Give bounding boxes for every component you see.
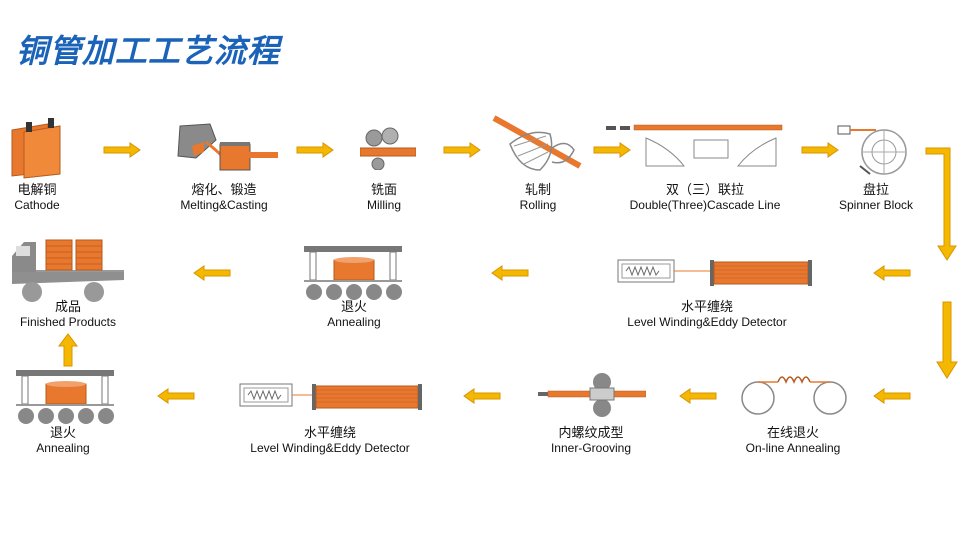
step-milling-label: 铣面 Milling (264, 183, 504, 213)
step-melting-en: Melting&Casting (180, 198, 268, 212)
step-milling-en: Milling (366, 198, 401, 212)
step-cathode-label: 电解铜 Cathode (0, 183, 157, 213)
step-anneal1-zh: 退火 (340, 300, 367, 315)
step-melting-label: 熔化、锻造 Melting&Casting (104, 183, 344, 213)
step-anneal2-zh: 退火 (49, 426, 76, 441)
step-finished-en: Finished Products (19, 315, 117, 329)
arrow-left-icon (678, 388, 718, 404)
online-annealing-icon (738, 372, 850, 416)
step-level2-zh: 水平缠绕 (303, 426, 356, 441)
step-groove-en: Inner-Grooving (550, 441, 632, 455)
arrow-down-icon (924, 146, 958, 264)
step-groove-zh: 内螺纹成型 (558, 426, 624, 441)
step-level1-zh: 水平缠绕 (680, 300, 733, 315)
arrow-left-icon (490, 265, 530, 281)
step-online-en: On-line Annealing (745, 441, 841, 455)
step-cascade-en: Double(Three)Cascade Line (629, 198, 781, 212)
step-cascade-label: 双（三）联拉 Double(Three)Cascade Line (585, 183, 825, 213)
step-spinner-zh: 盘拉 (862, 183, 889, 198)
truck-icon (10, 236, 126, 302)
annealing-furnace-icon (302, 244, 406, 302)
step-groove-label: 内螺纹成型 Inner-Grooving (471, 426, 711, 456)
step-cathode-en: Cathode (14, 198, 60, 212)
step-level1-en: Level Winding&Eddy Detector (627, 315, 787, 329)
step-milling-zh: 铣面 (370, 183, 397, 198)
step-cathode-zh: 电解铜 (17, 183, 57, 198)
step-spinner-label: 盘拉 Spinner Block (756, 183, 960, 213)
arrow-down-icon (936, 300, 958, 380)
arrow-left-icon (192, 265, 232, 281)
arrow-left-icon (462, 388, 502, 404)
step-rolling-en: Rolling (519, 198, 557, 212)
cathode-icon (8, 118, 68, 180)
step-anneal1-en: Annealing (327, 315, 381, 329)
step-anneal2-en: Annealing (36, 441, 90, 455)
step-level2-en: Level Winding&Eddy Detector (250, 441, 410, 455)
arrow-right-icon (102, 142, 142, 158)
cascade-line-icon (604, 122, 784, 172)
step-anneal1-label: 退火 Annealing (234, 300, 474, 330)
step-rolling-zh: 轧制 (524, 183, 551, 198)
step-level2-label: 水平缠绕 Level Winding&Eddy Detector (210, 426, 450, 456)
rolling-icon (490, 114, 586, 178)
step-spinner-en: Spinner Block (838, 198, 914, 212)
step-melting-zh: 熔化、锻造 (191, 183, 257, 198)
level-winding-icon (614, 256, 820, 290)
arrow-right-icon (800, 142, 840, 158)
step-online-label: 在线退火 On-line Annealing (673, 426, 913, 456)
arrow-left-icon (872, 265, 912, 281)
step-anneal2-label: 退火 Annealing (0, 426, 183, 456)
spinner-block-icon (836, 122, 916, 178)
step-cascade-zh: 双（三）联拉 (665, 183, 744, 198)
arrow-left-icon (156, 388, 196, 404)
arrow-right-icon (295, 142, 335, 158)
level-winding-icon (236, 380, 432, 414)
arrow-right-icon (442, 142, 482, 158)
inner-grooving-icon (536, 372, 646, 418)
milling-icon (360, 126, 416, 170)
annealing-furnace-icon (14, 368, 118, 426)
melting-icon (170, 122, 280, 174)
arrow-up-icon (58, 332, 78, 368)
step-finished-label: 成品 Finished Products (0, 300, 188, 330)
page-title: 铜管加工工艺流程 (16, 32, 281, 70)
arrow-left-icon (872, 388, 912, 404)
step-level1-label: 水平缠绕 Level Winding&Eddy Detector (587, 300, 827, 330)
step-finished-zh: 成品 (54, 300, 81, 315)
step-online-zh: 在线退火 (766, 426, 819, 441)
arrow-right-icon (592, 142, 632, 158)
step-rolling-label: 轧制 Rolling (418, 183, 658, 213)
